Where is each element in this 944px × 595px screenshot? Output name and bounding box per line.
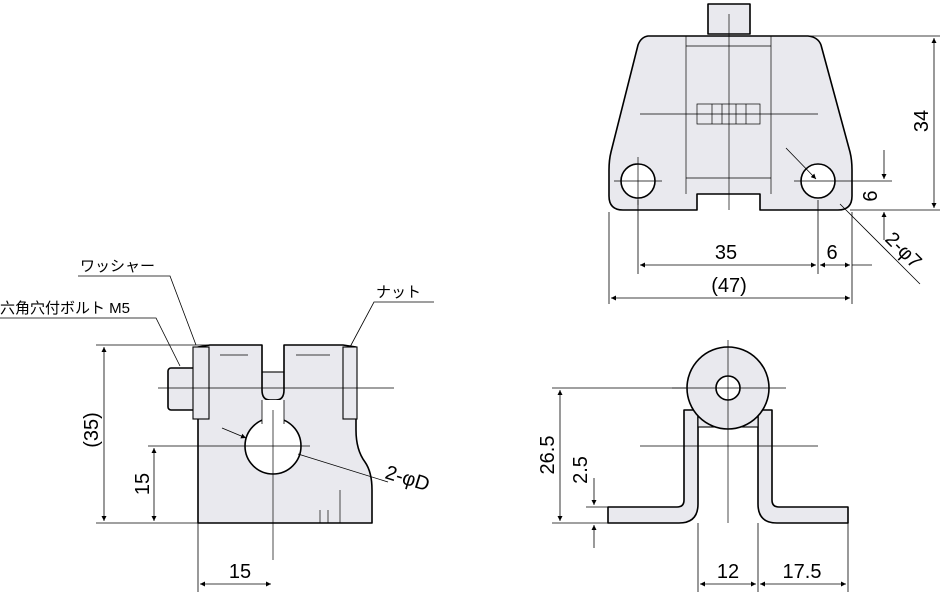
dim-top-width: (47) xyxy=(711,275,747,297)
dim-front-thickness: 2.5 xyxy=(570,456,592,484)
dim-front-center: 12 xyxy=(717,561,739,583)
front-view-bracket-right xyxy=(757,409,849,524)
side-view-bolt-shank xyxy=(261,371,285,401)
front-view: 26.5 2.5 12 17.5 xyxy=(537,340,849,592)
side-view-nut xyxy=(342,346,358,420)
dim-side-height: (35) xyxy=(81,412,103,448)
side-view: 2-φD (35) 15 15 ワッシャー 六角穴付ボルト M5 ナット xyxy=(0,258,434,592)
dim-front-height: 26.5 xyxy=(537,436,559,475)
top-view-body xyxy=(608,35,853,211)
dim-front-flange: 17.5 xyxy=(783,561,822,583)
label-washer: ワッシャー xyxy=(80,258,155,275)
label-nut: ナット xyxy=(376,284,421,301)
front-view-bracket xyxy=(607,409,699,524)
top-view: 34 6 2-φ7 35 6 (47) xyxy=(608,3,940,304)
side-view-washer xyxy=(192,346,210,420)
dim-side-width: 15 xyxy=(229,561,251,583)
label-hole-7: 2-φ7 xyxy=(880,228,925,273)
label-hex-bolt: 六角穴付ボルト M5 xyxy=(0,300,130,317)
dim-top-height: 34 xyxy=(911,110,933,132)
label-hole-d: 2-φD xyxy=(383,462,433,496)
dim-top-hole-offset: 6 xyxy=(860,190,882,201)
dim-top-edge: 6 xyxy=(826,242,837,264)
dim-top-pitch: 35 xyxy=(715,242,737,264)
dim-side-center: 15 xyxy=(132,473,154,495)
